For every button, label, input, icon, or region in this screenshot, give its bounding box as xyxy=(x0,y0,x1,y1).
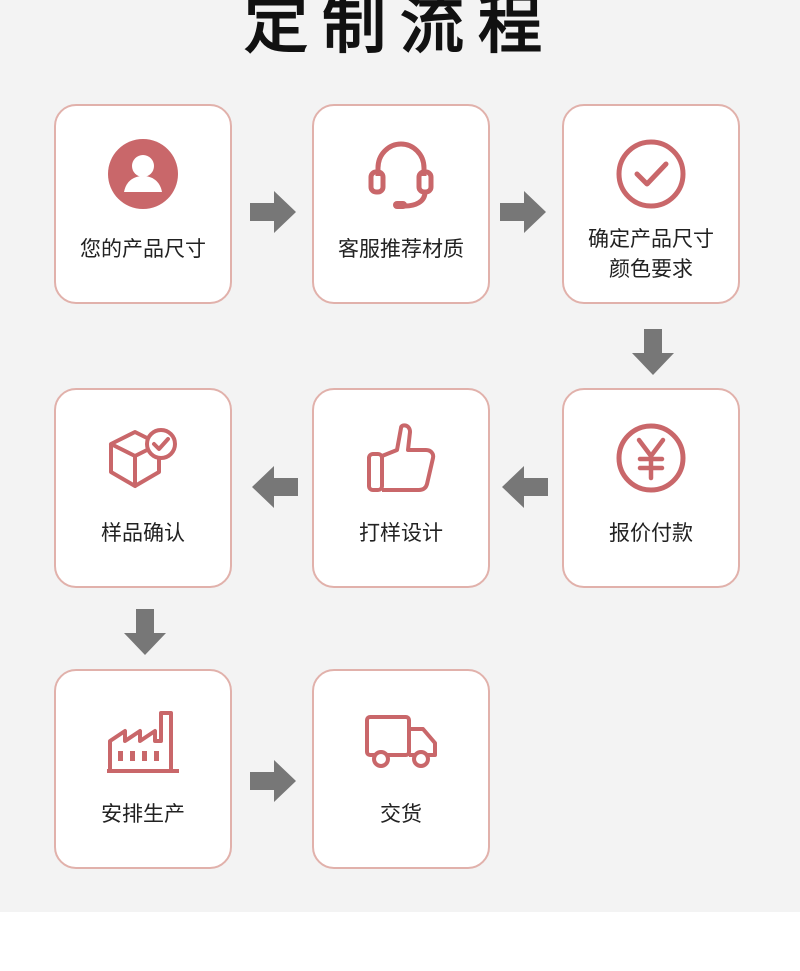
arrow-left-icon xyxy=(250,462,300,512)
step-label-line: 确定产品尺寸 xyxy=(588,227,714,251)
yen-icon xyxy=(613,420,689,496)
step-label: 样品确认 xyxy=(101,521,185,545)
step-label-line: 颜色要求 xyxy=(609,257,693,281)
step-card-payment: 报价付款 xyxy=(562,388,740,588)
arrow-right-icon xyxy=(248,756,298,806)
step-card-sample-confirm: 样品确认 xyxy=(54,388,232,588)
truck-icon xyxy=(363,701,439,777)
step-label: 交货 xyxy=(380,802,422,826)
step-card-confirm-spec: 确定产品尺寸 颜色要求 xyxy=(562,104,740,304)
step-label: 安排生产 xyxy=(101,802,185,826)
user-icon xyxy=(105,136,181,212)
step-card-sample-design: 打样设计 xyxy=(312,388,490,588)
step-card-production: 安排生产 xyxy=(54,669,232,869)
arrow-right-icon xyxy=(248,187,298,237)
check-circle-icon xyxy=(613,136,689,212)
headset-icon xyxy=(363,136,439,212)
step-label: 确定产品尺寸 颜色要求 xyxy=(564,224,738,284)
arrow-right-icon xyxy=(498,187,548,237)
step-label: 打样设计 xyxy=(359,521,443,545)
step-card-material: 客服推荐材质 xyxy=(312,104,490,304)
arrow-left-icon xyxy=(500,462,550,512)
step-card-delivery: 交货 xyxy=(312,669,490,869)
arrow-down-icon xyxy=(628,327,678,377)
step-label: 您的产品尺寸 xyxy=(80,237,206,261)
thumbs-up-icon xyxy=(363,420,439,496)
step-label: 报价付款 xyxy=(609,521,693,545)
arrow-down-icon xyxy=(120,607,170,657)
step-card-size: 您的产品尺寸 xyxy=(54,104,232,304)
factory-icon xyxy=(105,701,181,777)
box-check-icon xyxy=(105,420,181,496)
page-title: 定制流程 xyxy=(244,0,556,63)
step-label: 客服推荐材质 xyxy=(338,237,464,261)
